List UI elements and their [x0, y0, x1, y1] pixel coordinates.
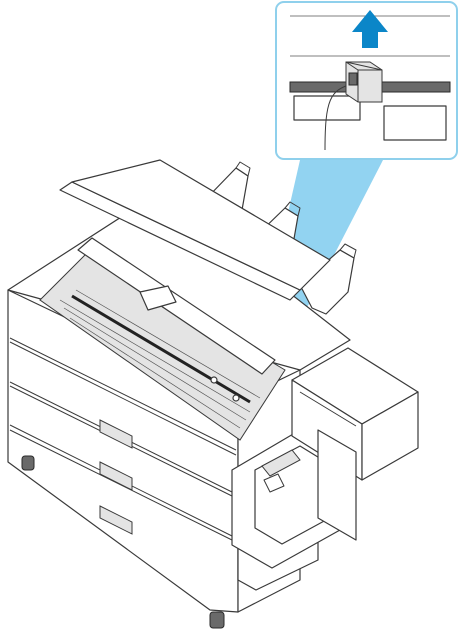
operation-panel — [231, 429, 341, 569]
roll-unit — [291, 347, 419, 541]
detail-callout — [275, 1, 458, 160]
arrow-up-icon — [352, 10, 388, 48]
top-cover-open — [39, 159, 331, 441]
sensor-clip-icon — [345, 61, 383, 103]
